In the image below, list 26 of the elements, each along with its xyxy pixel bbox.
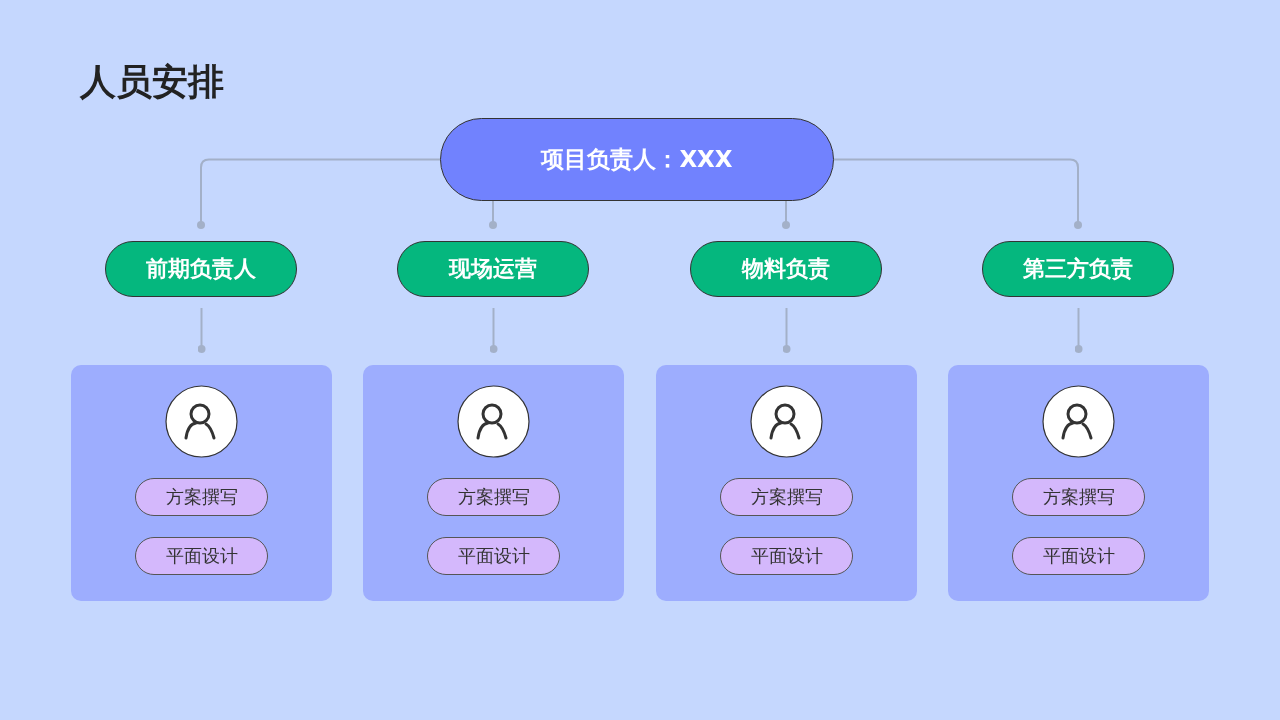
task-pill: 方案撰写 (720, 478, 853, 516)
connector-line (782, 307, 791, 353)
role-pill: 前期负责人 (105, 241, 297, 297)
connector-line (489, 200, 497, 229)
card-background (656, 365, 917, 601)
title: 人员安排 (80, 60, 224, 104)
card-background (71, 365, 332, 601)
role-pill: 现场运营 (397, 241, 589, 297)
connector-line (833, 158, 1082, 229)
connector-line (1074, 307, 1083, 353)
task-pill: 方案撰写 (135, 478, 268, 516)
connector-line (489, 307, 498, 353)
task-pill: 平面设计 (135, 537, 268, 575)
task-pill: 平面设计 (720, 537, 853, 575)
connector-line (197, 158, 441, 229)
task-pill: 方案撰写 (1012, 478, 1145, 516)
connector-line (197, 307, 206, 353)
card-background (948, 365, 1209, 601)
role-pill: 物料负责 (690, 241, 882, 297)
task-pill: 平面设计 (1012, 537, 1145, 575)
role-pill: 第三方负责 (982, 241, 1174, 297)
task-pill: 平面设计 (427, 537, 560, 575)
task-pill: 方案撰写 (427, 478, 560, 516)
connector-line (782, 200, 790, 229)
card-background (363, 365, 624, 601)
manager-pill: 项目负责人：XXX (440, 118, 834, 201)
